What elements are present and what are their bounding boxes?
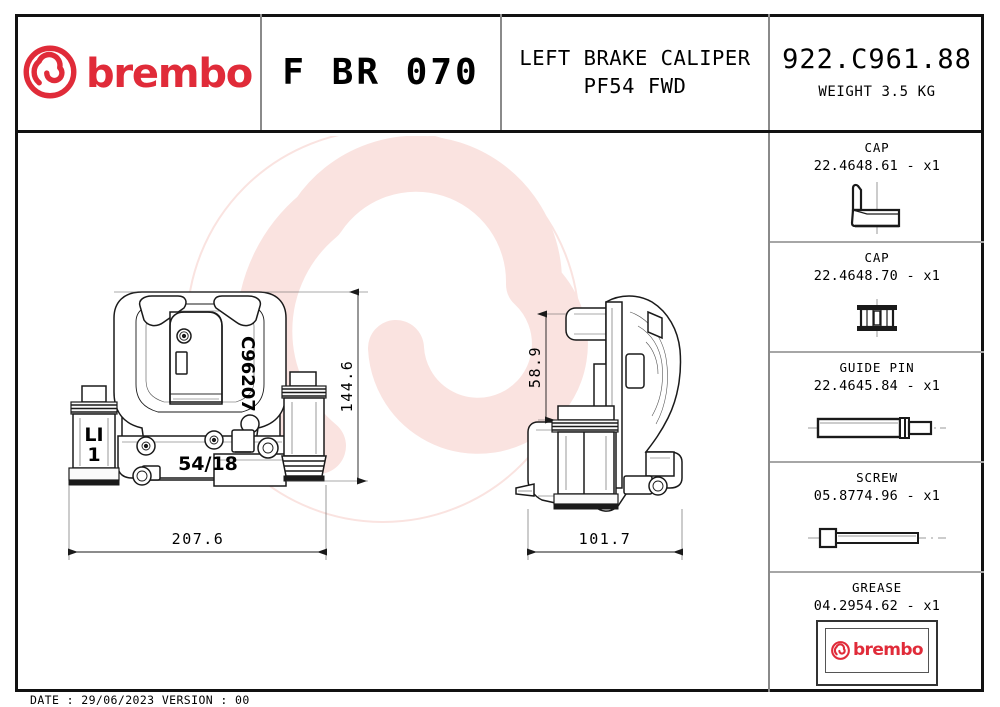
front-view-dimensions: 144.6 207.6 (68, 288, 368, 560)
sheet-frame (15, 14, 984, 692)
cap-bracket-icon (850, 182, 901, 235)
side-code-number: 1 (87, 444, 100, 466)
title-block-header: brembo F BR 070 LEFT BRAKE CALIPER PF54 … (15, 14, 984, 133)
part-illustration (770, 395, 984, 461)
part-illustration: brembo (770, 615, 984, 692)
header-description-cell: LEFT BRAKE CALIPER PF54 FWD (500, 14, 768, 130)
part-illustration (770, 505, 984, 571)
grease-sachet-inner: brembo (825, 627, 929, 673)
part-cell-screw[interactable]: SCREW 05.8774.96 - x1 (770, 463, 984, 573)
brembo-spiral-icon-small (831, 640, 850, 660)
grease-sachet-icon: brembo (816, 619, 938, 686)
guide-pin-icon (808, 417, 946, 440)
part-illustration (770, 175, 984, 241)
drawing-footer: DATE : 29/06/2023 VERSION : 00 (18, 692, 984, 707)
casting-code-mark: C96207 (237, 336, 258, 412)
caliper-side-view (515, 295, 683, 512)
part-code: 22.4648.61 - x1 (813, 157, 941, 174)
product-code: F BR 070 (282, 51, 480, 93)
header-code-cell: F BR 070 (260, 14, 500, 130)
size-code-mark: 54/18 (178, 453, 238, 475)
part-number: 922.C961.88 (782, 44, 972, 75)
caliper-front-view: LI 1 (68, 291, 327, 487)
part-title: GREASE (852, 580, 902, 595)
part-cell-guide-pin[interactable]: GUIDE PIN 22.4645.84 - x1 (770, 353, 984, 463)
part-code: 05.8774.96 - x1 (813, 487, 941, 504)
dim-side-width: 101.7 (579, 530, 632, 548)
header-partnumber-cell: 922.C961.88 WEIGHT 3.5 KG (768, 14, 984, 130)
bleed-nipple (132, 465, 161, 486)
side-code-li: LI (84, 424, 103, 446)
left-bleeder-assembly: LI 1 (68, 385, 120, 486)
caliper-views: .ln { fill:none; stroke:#1a1a1a; stroke-… (68, 288, 683, 560)
product-description: LEFT BRAKE CALIPER PF54 FWD (519, 44, 750, 101)
part-code: 22.4645.84 - x1 (813, 377, 941, 394)
dim-side-height: 58.9 (526, 346, 544, 388)
cap-plug-icon (857, 299, 897, 338)
part-illustration (770, 285, 984, 351)
grease-brembo-logo: brembo (831, 639, 924, 660)
description-line-2: PF54 FWD (583, 74, 687, 98)
part-cell-cap-bracket[interactable]: CAP 22.4648.61 - x1 (770, 133, 984, 243)
dim-front-width: 207.6 (172, 530, 225, 548)
header-brand-cell: brembo (15, 14, 260, 130)
dim-front-height: 144.6 (338, 360, 356, 413)
right-bleeder-assembly (281, 371, 327, 482)
part-cell-cap-plug[interactable]: CAP 22.4648.70 - x1 (770, 243, 984, 353)
screw-icon (808, 527, 946, 549)
brembo-wordmark: brembo (85, 51, 253, 97)
footer-date-version: DATE : 29/06/2023 VERSION : 00 (30, 692, 250, 707)
part-code: 22.4648.70 - x1 (813, 267, 941, 284)
part-code: 04.2954.62 - x1 (813, 597, 941, 614)
brembo-spiral-icon (23, 45, 77, 99)
drawing-area: .ln { fill:none; stroke:#1a1a1a; stroke-… (18, 136, 766, 689)
part-title: GUIDE PIN (839, 360, 915, 375)
side-view-dimensions: 58.9 101.7 (526, 310, 683, 560)
part-weight: WEIGHT 3.5 KG (818, 84, 936, 100)
part-title: CAP (864, 250, 890, 265)
brembo-logo: brembo (23, 45, 253, 99)
grease-brembo-wordmark: brembo (852, 639, 924, 660)
part-cell-grease[interactable]: GREASE 04.2954.62 - x1 brembo (770, 573, 984, 692)
side-guide-bolt (623, 475, 668, 496)
parts-list-sidebar: CAP 22.4648.61 - x1 CAP 22.4648.70 - x1 (768, 133, 984, 692)
part-title: CAP (864, 140, 890, 155)
part-title: SCREW (856, 470, 898, 485)
description-line-1: LEFT BRAKE CALIPER (519, 45, 751, 70)
